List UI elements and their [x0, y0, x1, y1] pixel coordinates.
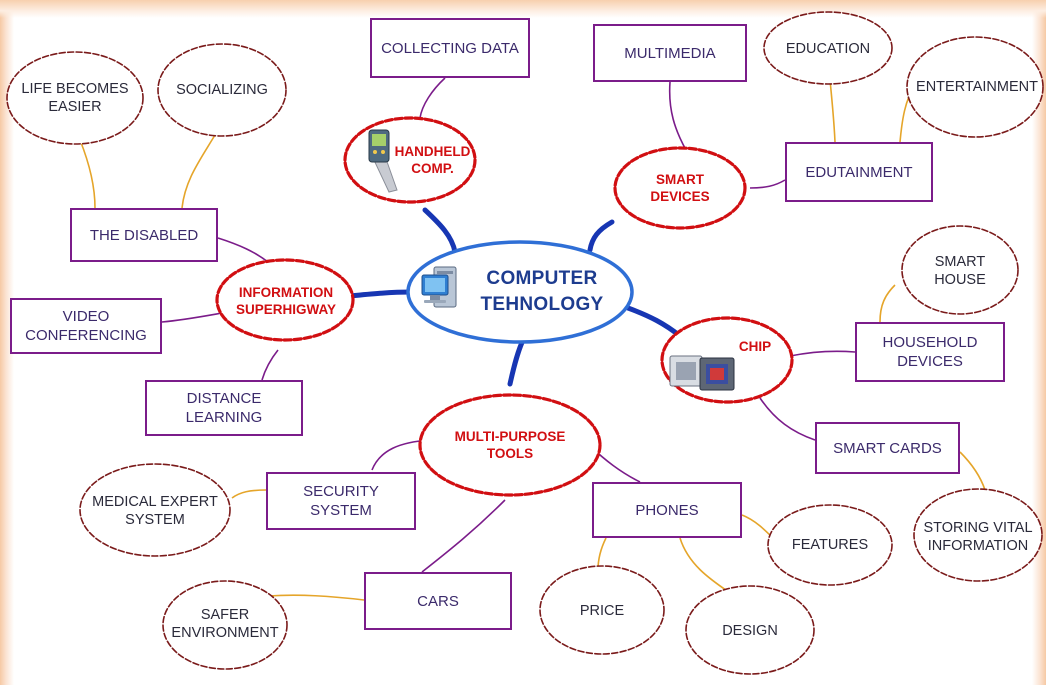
- center-title: COMPUTER TEHNOLOGY: [480, 268, 604, 315]
- cloud-entertainment[interactable]: [906, 36, 1044, 138]
- link-smart-multimedia: [668, 81, 687, 151]
- cloud-multi-purpose[interactable]: [418, 393, 602, 497]
- box-multimedia[interactable]: MULTIMEDIA: [593, 24, 747, 82]
- box-distance-learning[interactable]: DISTANCE LEARNING: [145, 380, 303, 436]
- link-smartcards-storing: [959, 451, 986, 491]
- link-center-multipurpose: [507, 335, 527, 387]
- box-edutainment[interactable]: EDUTAINMENT: [785, 142, 933, 202]
- handheld-device-icon: [368, 129, 398, 193]
- cloud-socializing[interactable]: [157, 43, 287, 137]
- cloud-price[interactable]: [539, 565, 665, 655]
- link-info-disabled: [217, 237, 269, 263]
- box-smart-cards[interactable]: SMART CARDS: [815, 422, 960, 474]
- link-disabled-life: [79, 139, 96, 209]
- link-security-medical: [231, 489, 267, 499]
- cloud-medical-expert-system[interactable]: [79, 463, 231, 557]
- link-center-chip: [625, 305, 683, 339]
- link-chip-household: [789, 350, 856, 357]
- link-handheld-collecting: [419, 77, 446, 119]
- cloud-life-becomes-easier[interactable]: [6, 51, 144, 145]
- cloud-smart-devices[interactable]: [613, 146, 747, 230]
- link-center-smartdevices: [587, 219, 615, 253]
- link-smart-edutainment: [749, 179, 786, 189]
- top-gradient-bar: [0, 0, 1046, 18]
- link-info-video: [161, 311, 229, 323]
- cloud-handheld[interactable]: [343, 116, 477, 204]
- cloud-smart-house[interactable]: [901, 225, 1019, 315]
- processor-chip-icon: [669, 355, 735, 391]
- link-center-infosuperhighway: [347, 289, 415, 299]
- box-collecting-data[interactable]: COLLECTING DATA: [370, 18, 530, 78]
- link-multi-cars: [421, 499, 506, 573]
- box-household-devices[interactable]: HOUSEHOLD DEVICES: [855, 322, 1005, 382]
- cloud-info-superhighway[interactable]: [215, 258, 355, 342]
- computer-icon: [421, 266, 457, 308]
- box-phones[interactable]: PHONES: [592, 482, 742, 538]
- link-chip-smartcards: [759, 397, 816, 441]
- cloud-education[interactable]: [763, 11, 893, 85]
- box-security-system[interactable]: SECURITY SYSTEM: [266, 472, 416, 530]
- box-cars[interactable]: CARS: [364, 572, 512, 630]
- box-links: [161, 77, 856, 573]
- cloud-safer-environment[interactable]: [162, 580, 288, 670]
- link-info-distance: [261, 349, 279, 381]
- box-the-disabled[interactable]: THE DISABLED: [70, 208, 218, 262]
- link-household-smarthouse: [879, 284, 896, 323]
- cloud-features[interactable]: [767, 504, 893, 586]
- link-center-handheld: [422, 207, 458, 255]
- link-edutainment-education: [829, 79, 836, 143]
- cloud-storing-vital-information[interactable]: [913, 488, 1043, 582]
- box-video-conferencing[interactable]: VIDEO CONFERENCING: [10, 298, 162, 354]
- center-node[interactable]: [406, 240, 634, 344]
- link-cars-safer: [267, 594, 365, 601]
- link-disabled-socializing: [181, 134, 216, 209]
- cloud-design[interactable]: [685, 585, 815, 675]
